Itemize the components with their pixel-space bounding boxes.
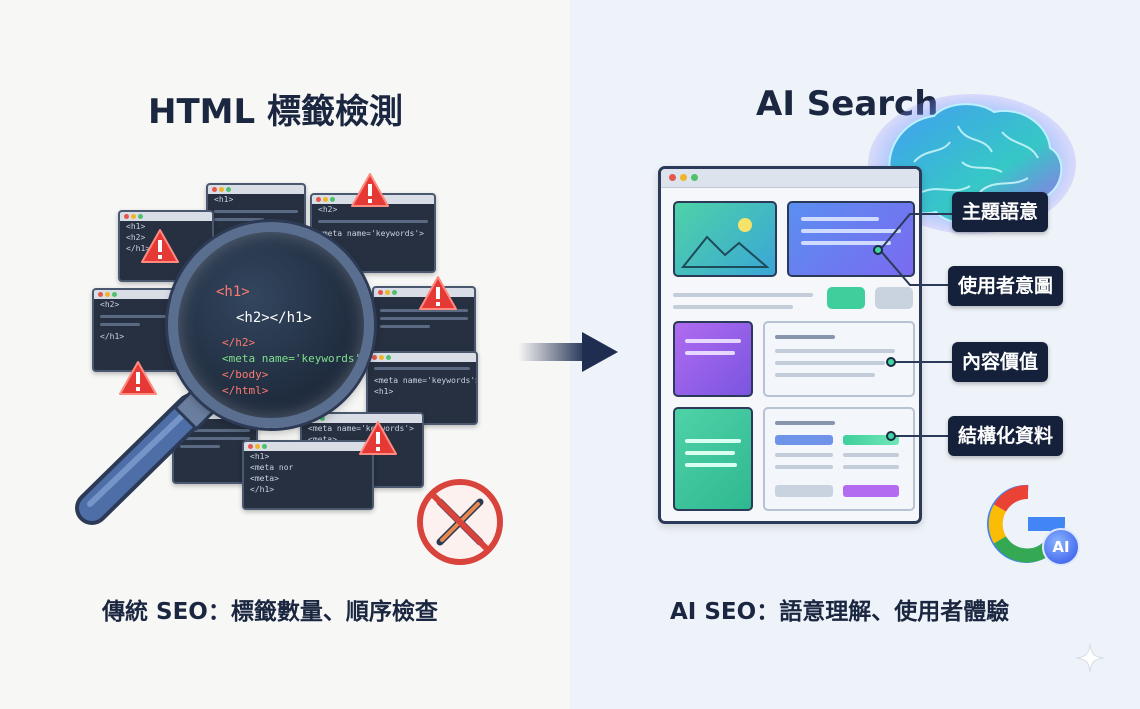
code-line: <meta name='keywords'> <box>308 424 414 433</box>
warning-icon <box>419 276 457 310</box>
code-window: <h1> <meta nor <meta> </h1> <box>242 440 374 510</box>
ai-badge: AI <box>1042 528 1080 566</box>
image-icon <box>681 218 769 268</box>
label-user-intent: 使用者意圖 <box>948 266 1064 306</box>
connector-lines <box>879 213 952 437</box>
warning-icon <box>141 229 179 263</box>
warning-icon <box>119 361 157 395</box>
sparkle-icon <box>1075 643 1105 673</box>
warning-icon <box>351 173 389 207</box>
connector-dot <box>886 431 896 441</box>
code-window: <h1> <h2> </h1> <box>118 210 214 282</box>
code-line: <h1> <box>374 387 394 396</box>
no-tools-icon <box>417 479 503 565</box>
code-line: <h2> <box>100 300 120 309</box>
lens-code-line: <h2></h1> <box>236 310 312 326</box>
code-line: <h2> <box>126 233 146 242</box>
code-line: <meta> <box>250 474 279 483</box>
code-line: </h1> <box>100 332 125 341</box>
code-line: <h2> <box>318 205 338 214</box>
label-structured-data: 結構化資料 <box>948 416 1064 456</box>
left-caption: 傳統 SEO：標籤數量、順序檢查 <box>102 599 438 625</box>
code-line: <h1> <box>126 222 146 231</box>
code-line: <meta name='keywords'> <box>374 376 478 385</box>
content-card <box>787 201 915 277</box>
code-line: <meta nor <box>250 463 294 472</box>
code-line: </h1> <box>250 485 275 494</box>
left-title: HTML 標籤檢測 <box>148 92 403 132</box>
connector-dot <box>873 245 883 255</box>
transition-arrow-shaft <box>518 343 588 361</box>
label-content-value: 內容價值 <box>952 342 1049 382</box>
gray-button-shape <box>875 287 913 309</box>
arrow-right-icon <box>582 332 618 372</box>
code-line: <h1> <box>250 452 270 461</box>
green-button-shape <box>827 287 865 309</box>
code-line: <meta name='keywords'> <box>318 229 424 238</box>
lens-code-line: </body> <box>222 368 269 381</box>
image-placeholder <box>673 201 777 277</box>
lens-code-line: </h2> <box>222 336 256 349</box>
lens-code-line: <h1> <box>216 284 250 300</box>
structured-data-card <box>763 407 915 511</box>
lens-code-line: <meta name='keywords' <box>222 352 362 365</box>
right-caption: AI SEO：語意理解、使用者體驗 <box>670 599 1010 625</box>
warning-icon <box>359 421 397 455</box>
code-line: <h1> <box>214 195 234 204</box>
label-topic-semantics: 主題語意 <box>952 192 1049 232</box>
code-line: </h1> <box>126 244 151 253</box>
lens-code-line: </html> <box>222 384 269 397</box>
magnifier-handle-icon <box>75 387 217 525</box>
connector-dot <box>886 357 896 367</box>
purple-card <box>673 321 753 397</box>
code-window <box>372 286 476 360</box>
green-card <box>673 407 753 511</box>
code-window: <h2> </h1> <box>92 288 182 372</box>
magnifier-lens: <h1> <h2></h1> </h2> <meta name='keyword… <box>168 222 374 428</box>
code-line: <meta> <box>302 434 422 445</box>
